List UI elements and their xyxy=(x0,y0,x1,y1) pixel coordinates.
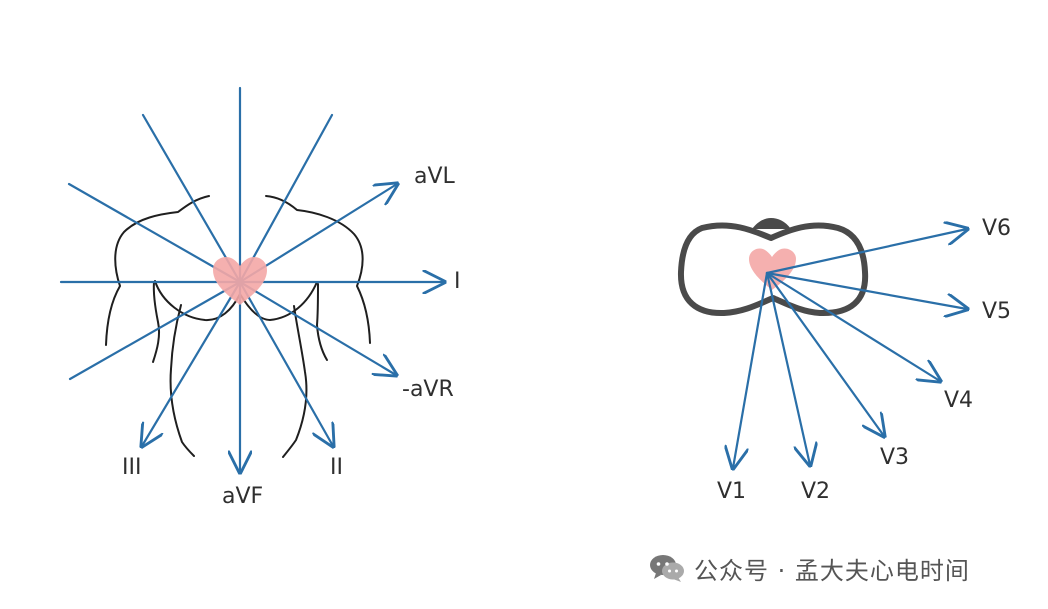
precordial-lead-labels: V1 V2 V3 V4 V5 V6 xyxy=(717,216,1011,504)
upper-left-axis-II xyxy=(141,113,242,284)
left-torso-outline xyxy=(169,304,195,457)
lead-neg-aVR-arrow xyxy=(238,280,396,375)
lead-V6-arrow xyxy=(765,229,967,275)
right-arm-inner-outline xyxy=(316,283,328,361)
lead-V1-arrow xyxy=(733,271,769,468)
left-arm-inner-outline xyxy=(152,281,161,363)
right-torso-outline xyxy=(282,305,308,458)
torso-outline xyxy=(677,222,869,317)
right-shoulder-outline xyxy=(265,195,371,344)
horizontal-heart xyxy=(749,248,796,290)
label-II: II xyxy=(330,455,343,480)
lead-V5-arrow xyxy=(765,271,967,309)
lead-V2-arrow xyxy=(765,271,810,465)
chest-left-outline xyxy=(154,280,241,322)
frontal-axis-lines xyxy=(59,86,334,381)
wechat-watermark: 公众号 · 孟大夫心电时间 xyxy=(648,548,970,588)
label-V5: V5 xyxy=(982,299,1011,324)
label-V3: V3 xyxy=(880,445,909,470)
precordial-lead-arrows xyxy=(733,229,967,468)
watermark-text: 公众号 · 孟大夫心电时间 xyxy=(694,556,970,585)
frontal-lead-arrows xyxy=(142,184,444,472)
label-V4: V4 xyxy=(944,388,973,413)
chest-right-outline xyxy=(239,281,318,321)
label-neg-aVR: -aVR xyxy=(402,377,454,402)
lower-left-axis-aVL xyxy=(68,280,242,381)
lead-II-arrow xyxy=(238,280,333,446)
label-V1: V1 xyxy=(717,479,746,504)
frontal-heart xyxy=(213,257,267,305)
label-III: III xyxy=(122,455,141,480)
lead-III-arrow xyxy=(142,280,242,446)
left-shoulder-outline xyxy=(105,195,210,346)
label-I: I xyxy=(454,269,461,294)
upper-right-axis-III xyxy=(238,113,334,284)
frontal-lead-labels: aVL I -aVR II aVF III xyxy=(122,164,461,509)
wechat-icon xyxy=(650,555,684,582)
torso-cross-section xyxy=(677,218,869,317)
lead-V3-arrow xyxy=(765,271,884,436)
body-silhouette xyxy=(105,195,371,458)
label-V2: V2 xyxy=(801,479,830,504)
label-aVF: aVF xyxy=(222,484,263,509)
label-aVL: aVL xyxy=(414,164,456,189)
spine-marker xyxy=(752,218,791,229)
upper-left-axis-aVR xyxy=(67,182,242,284)
label-V6: V6 xyxy=(982,216,1011,241)
lead-V4-arrow xyxy=(765,271,940,381)
